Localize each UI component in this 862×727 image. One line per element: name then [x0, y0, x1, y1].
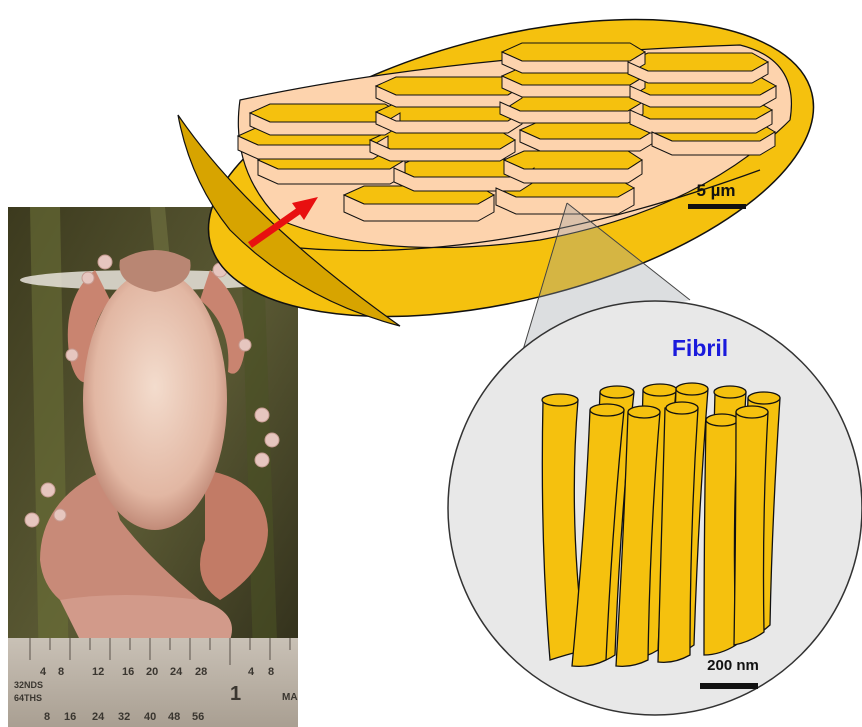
ruler: 4 8 12 16 20 24 28 1 4 8 32NDS 64THS MA … — [8, 638, 298, 727]
ruler-top-label-3: 16 — [122, 666, 134, 678]
ruler-bottom-label-2: 24 — [92, 711, 105, 723]
ruler-top-label-9: 8 — [268, 666, 274, 678]
ruler-edge-text: MA — [282, 692, 298, 703]
fibril-zoom-lens: Fibril 200 nm — [448, 301, 862, 715]
ruler-bottom-label-5: 48 — [168, 711, 180, 723]
ruler-bottom-label-1: 16 — [64, 711, 76, 723]
ruler-top-label-5: 24 — [170, 666, 183, 678]
ruler-side-text-0: 32NDS — [14, 680, 43, 690]
fibril-title: Fibril — [672, 335, 728, 361]
ruler-top-label-6: 28 — [195, 666, 207, 678]
ruler-top-label-1: 8 — [58, 666, 64, 678]
fibril-scale-label: 200 nm — [707, 657, 759, 674]
ruler-bottom-label-0: 8 — [44, 711, 50, 723]
ruler-top-label-0: 4 — [40, 666, 47, 678]
ruler-bottom-label-3: 32 — [118, 711, 130, 723]
ruler-top-label-4: 20 — [146, 666, 158, 678]
ruler-top-label-7: 1 — [230, 683, 241, 705]
ruler-top-label-8: 4 — [248, 666, 255, 678]
ruler-bottom-label-6: 56 — [192, 711, 204, 723]
ruler-side-text-1: 64THS — [14, 693, 42, 703]
ruler-top-label-2: 12 — [92, 666, 104, 678]
fibril-scale-bar — [700, 683, 758, 689]
toe-pad-scale-label: 5 µm — [696, 181, 735, 200]
ruler-bottom-label-4: 40 — [144, 711, 156, 723]
